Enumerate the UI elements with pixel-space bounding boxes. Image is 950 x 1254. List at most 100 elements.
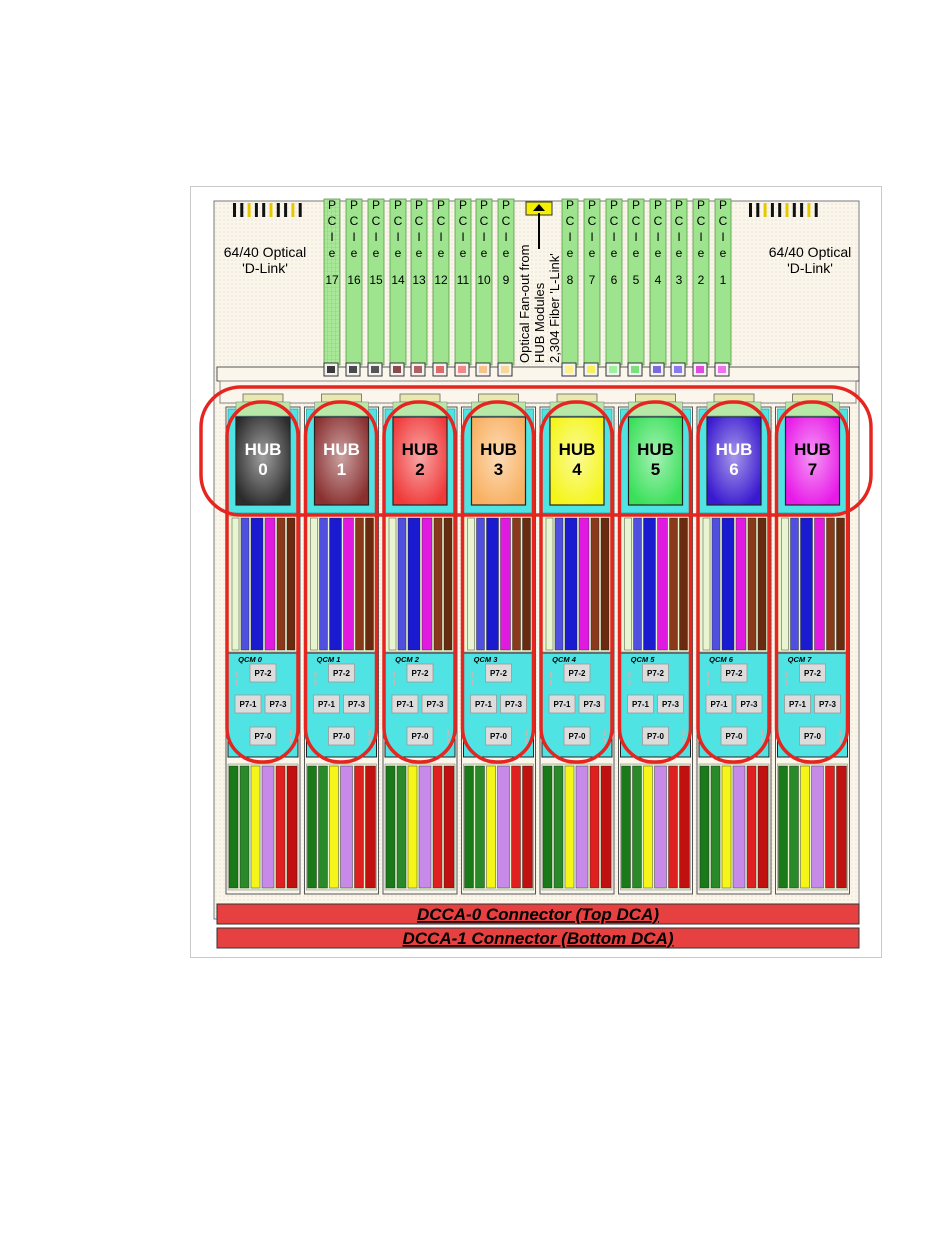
hub-chip-shine	[471, 417, 526, 505]
qcm-pip	[525, 730, 528, 736]
hub-label: HUB	[480, 440, 517, 459]
lower-strip	[486, 765, 496, 889]
lower-strip	[239, 765, 250, 889]
pcie-letter: P	[654, 198, 662, 212]
upper-strip	[643, 517, 656, 651]
chip-p7-1-label: P7-1	[240, 700, 257, 709]
hub-label: HUB	[716, 440, 753, 459]
optical-right-line1: 64/40 Optical	[769, 244, 852, 260]
chip-p7-0	[249, 726, 277, 746]
upper-strip	[343, 517, 354, 651]
chip-p7-1-label: P7-1	[789, 700, 806, 709]
hub-chip-shine	[628, 417, 683, 505]
qcm-pip	[290, 730, 292, 736]
fan-out-line2: HUB Modules	[532, 282, 547, 363]
lower-strip	[228, 765, 239, 889]
pcie-connector-core	[436, 366, 444, 373]
pcie-letter: e	[351, 246, 358, 260]
upper-strip	[276, 517, 286, 651]
upper-strip	[231, 517, 240, 651]
pcie-connector-core	[631, 366, 639, 373]
d-link-connector-right	[749, 203, 818, 217]
pcie-letter: P	[697, 198, 705, 212]
pcie-letter: I	[612, 230, 615, 244]
d-link-pin	[814, 203, 818, 217]
pcie-letter: P	[588, 198, 596, 212]
pcie-letter: C	[719, 214, 728, 228]
upper-strip	[407, 517, 421, 651]
qcm-pip	[550, 672, 552, 678]
pcie-number: 6	[611, 273, 618, 287]
drawer-diagram: 64/40 Optical 'D-Link' 64/40 Optical 'D-…	[199, 198, 873, 949]
qcm-pip	[447, 730, 449, 736]
lower-strip	[354, 765, 364, 889]
qcm-pip	[839, 730, 842, 736]
pcie-connector-core	[327, 366, 335, 373]
pcie-letter: C	[632, 214, 641, 228]
pcie-letter: I	[590, 230, 593, 244]
pcie-number: 11	[457, 273, 470, 287]
chip-p7-3	[500, 694, 527, 714]
pcie-letter: C	[415, 214, 424, 228]
lower-strip	[811, 765, 824, 889]
pcie-letter: P	[502, 198, 510, 212]
pcie-letter: e	[416, 246, 423, 260]
red-outlines	[199, 385, 873, 764]
chip-p7-0-label: P7-0	[333, 732, 350, 741]
lower-strip	[789, 765, 799, 889]
pcie-letter: I	[396, 230, 399, 244]
pcie-letter: P	[350, 198, 358, 212]
pcie-letter: e	[633, 246, 640, 260]
pcie-letter: I	[439, 230, 442, 244]
qcm-label: QCM 2	[395, 655, 420, 664]
d-link-pin	[291, 203, 295, 217]
pcie-letter: I	[330, 230, 333, 244]
upper-strip	[319, 517, 328, 651]
lower-strip	[710, 765, 721, 889]
chip-p7-2-label: P7-2	[255, 669, 272, 678]
lower-strip	[475, 765, 485, 889]
dcca-1-connector-bar	[216, 927, 860, 949]
pcie-number: 17	[325, 273, 339, 287]
pcie-letter: I	[677, 230, 680, 244]
chip-p7-3-label: P7-3	[427, 700, 444, 709]
chip-p7-1	[470, 694, 497, 714]
lower-strip	[443, 765, 455, 889]
pcie-letter: I	[699, 230, 702, 244]
pcie-letter: C	[437, 214, 446, 228]
upper-strip	[735, 517, 747, 651]
chip-p7-2-label: P7-2	[569, 669, 586, 678]
d-link-pin	[247, 203, 251, 217]
hub-chip-shine	[236, 417, 290, 505]
lower-strip	[668, 765, 678, 889]
chip-p7-1-label: P7-1	[318, 700, 335, 709]
hub-label: HUB	[637, 440, 674, 459]
pcie-letter: C	[480, 214, 489, 228]
lower-strip	[407, 765, 418, 889]
upper-strip	[669, 517, 678, 651]
upper-strip	[600, 517, 610, 651]
pcie-number: 12	[434, 273, 448, 287]
pcie-letter: e	[438, 246, 445, 260]
diagram-frame: 64/40 Optical 'D-Link' 64/40 Optical 'D-…	[190, 186, 882, 958]
chip-p7-3-label: P7-3	[505, 700, 522, 709]
hub-chip-shine	[785, 417, 840, 505]
hub-chip-shine	[550, 417, 604, 505]
upper-strip	[388, 517, 397, 651]
node-outline-0	[225, 400, 300, 764]
chip-p7-0-label: P7-0	[647, 732, 664, 741]
chip-p7-3-label: P7-3	[819, 700, 836, 709]
chip-p7-0	[328, 726, 355, 746]
d-link-pin	[807, 203, 811, 217]
hub-row-outline	[199, 385, 873, 517]
pcie-letter: e	[503, 246, 510, 260]
pcie-connector-core	[349, 366, 357, 373]
chip-p7-3	[735, 694, 763, 714]
node-outline-4	[539, 400, 614, 764]
